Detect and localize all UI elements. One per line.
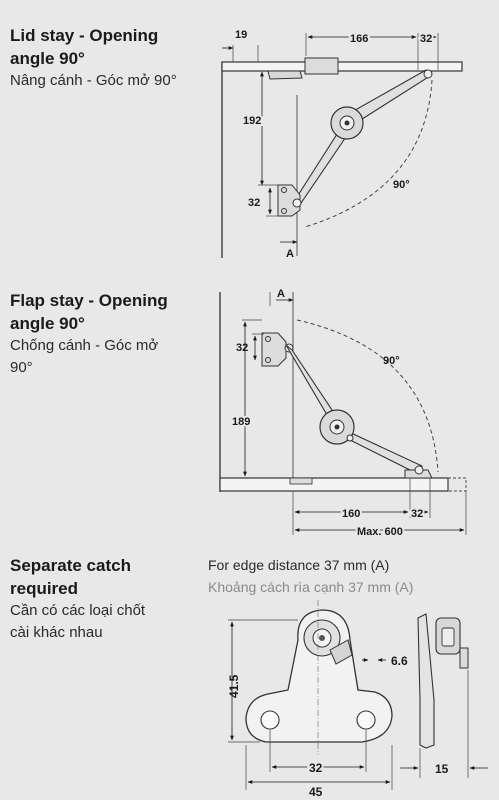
lid-stay-title: Lid stay - Opening angle 90° <box>10 24 177 70</box>
catch-hole-left <box>260 710 280 730</box>
catch-dim-32: 32 <box>309 761 323 775</box>
catch-dim-41-5: 41.5 <box>227 674 241 698</box>
catch-subtitle-line2: cài khác nhau <box>10 624 103 641</box>
edge-distance-note: For edge distance 37 mm (A) Khoảng cách … <box>208 554 413 598</box>
lid-dim-19: 19 <box>235 29 247 41</box>
flap-stay-subtitle-line2: 90° <box>10 359 33 376</box>
lid-side-screw-top <box>281 187 287 193</box>
flap-stay-title: Flap stay - Opening angle 90° <box>10 289 168 335</box>
edge-distance-note-vi: Khoảng cách rìa cạnh 37 mm (A) <box>208 579 414 595</box>
catch-hole-right <box>356 710 376 730</box>
flap-side-screw-top <box>265 336 271 342</box>
catch-roller-pin <box>319 635 325 641</box>
catch-subtitle: Cần có các loại chốt cài khác nhau <box>10 600 145 644</box>
lid-top-bracket <box>267 70 303 80</box>
flap-dim-32-bottom: 32 <box>411 508 423 520</box>
catch-plate <box>245 609 393 743</box>
lid-dim-a: A <box>286 248 294 260</box>
lid-opening-arc <box>304 79 433 228</box>
flap-lower-joint <box>414 465 424 475</box>
lid-stay-title-line2: angle 90° <box>10 49 85 68</box>
catch-dim-15: 15 <box>435 762 449 776</box>
lid-pivot-pin <box>344 120 350 126</box>
lid-stay-title-line1: Lid stay - Opening <box>10 26 159 45</box>
edge-distance-note-en: For edge distance 37 mm (A) <box>208 557 390 573</box>
flap-dim-32-side: 32 <box>236 342 248 354</box>
lid-upper-joint <box>423 69 433 79</box>
catch-diagram: 41.5 32 45 6.6 15 <box>227 600 488 799</box>
lid-angle-label: 90° <box>393 179 410 191</box>
lid-dim-192: 192 <box>243 115 261 127</box>
flap-stay-title-line2: angle 90° <box>10 314 85 333</box>
flap-dim-160: 160 <box>342 508 360 520</box>
lid-panel <box>221 61 463 72</box>
flap-pivot-screw <box>346 434 354 442</box>
flap-dim-a: A <box>277 288 285 300</box>
catch-side-tab <box>459 647 469 669</box>
flap-stay-subtitle-line1: Chống cánh - Góc mở <box>10 337 159 354</box>
flap-bottom-plate <box>289 477 313 485</box>
flap-pivot-pin <box>334 424 340 430</box>
lid-dim-32-side: 32 <box>248 197 260 209</box>
flap-panel-extension <box>447 477 467 492</box>
catch-title: Separate catch required <box>10 554 145 600</box>
lid-lower-joint <box>292 198 302 208</box>
catch-side-roller-hub <box>441 627 455 647</box>
catch-dim-6-6: 6.6 <box>391 654 408 668</box>
flap-dim-max: Max. 600 <box>357 526 403 538</box>
lid-stay-text: Lid stay - Opening angle 90° Nâng cánh - … <box>10 24 177 92</box>
catch-text: Separate catch required Cần có các loại c… <box>10 554 145 644</box>
flap-stay-title-line1: Flap stay - Opening <box>10 291 168 310</box>
catch-title-line2: required <box>10 579 79 598</box>
catch-title-line1: Separate catch <box>10 556 131 575</box>
lid-upper-housing <box>304 57 339 75</box>
flap-angle-label: 90° <box>383 355 400 367</box>
flap-stay-diagram: 90° A 32 189 160 32 Max. 600 <box>219 288 467 540</box>
lid-stay-subtitle: Nâng cánh - Góc mở 90° <box>10 72 177 89</box>
lid-dim-32-top: 32 <box>420 33 432 45</box>
flap-side-screw-bottom <box>265 357 271 363</box>
catch-tab <box>329 639 353 665</box>
flap-stay-text: Flap stay - Opening angle 90° Chống cánh … <box>10 289 168 379</box>
catch-dim-45: 45 <box>309 785 323 799</box>
catch-subtitle-line1: Cần có các loại chốt <box>10 602 146 619</box>
flap-dim-189: 189 <box>232 416 250 428</box>
flap-panel <box>219 477 449 492</box>
catch-side-plate <box>417 613 435 749</box>
lid-side-screw-bottom <box>281 208 287 214</box>
flap-stay-subtitle: Chống cánh - Góc mở 90° <box>10 335 168 379</box>
lid-dim-166: 166 <box>350 33 368 45</box>
lid-stay-diagram: 90° 19 166 32 192 32 A <box>221 29 463 260</box>
